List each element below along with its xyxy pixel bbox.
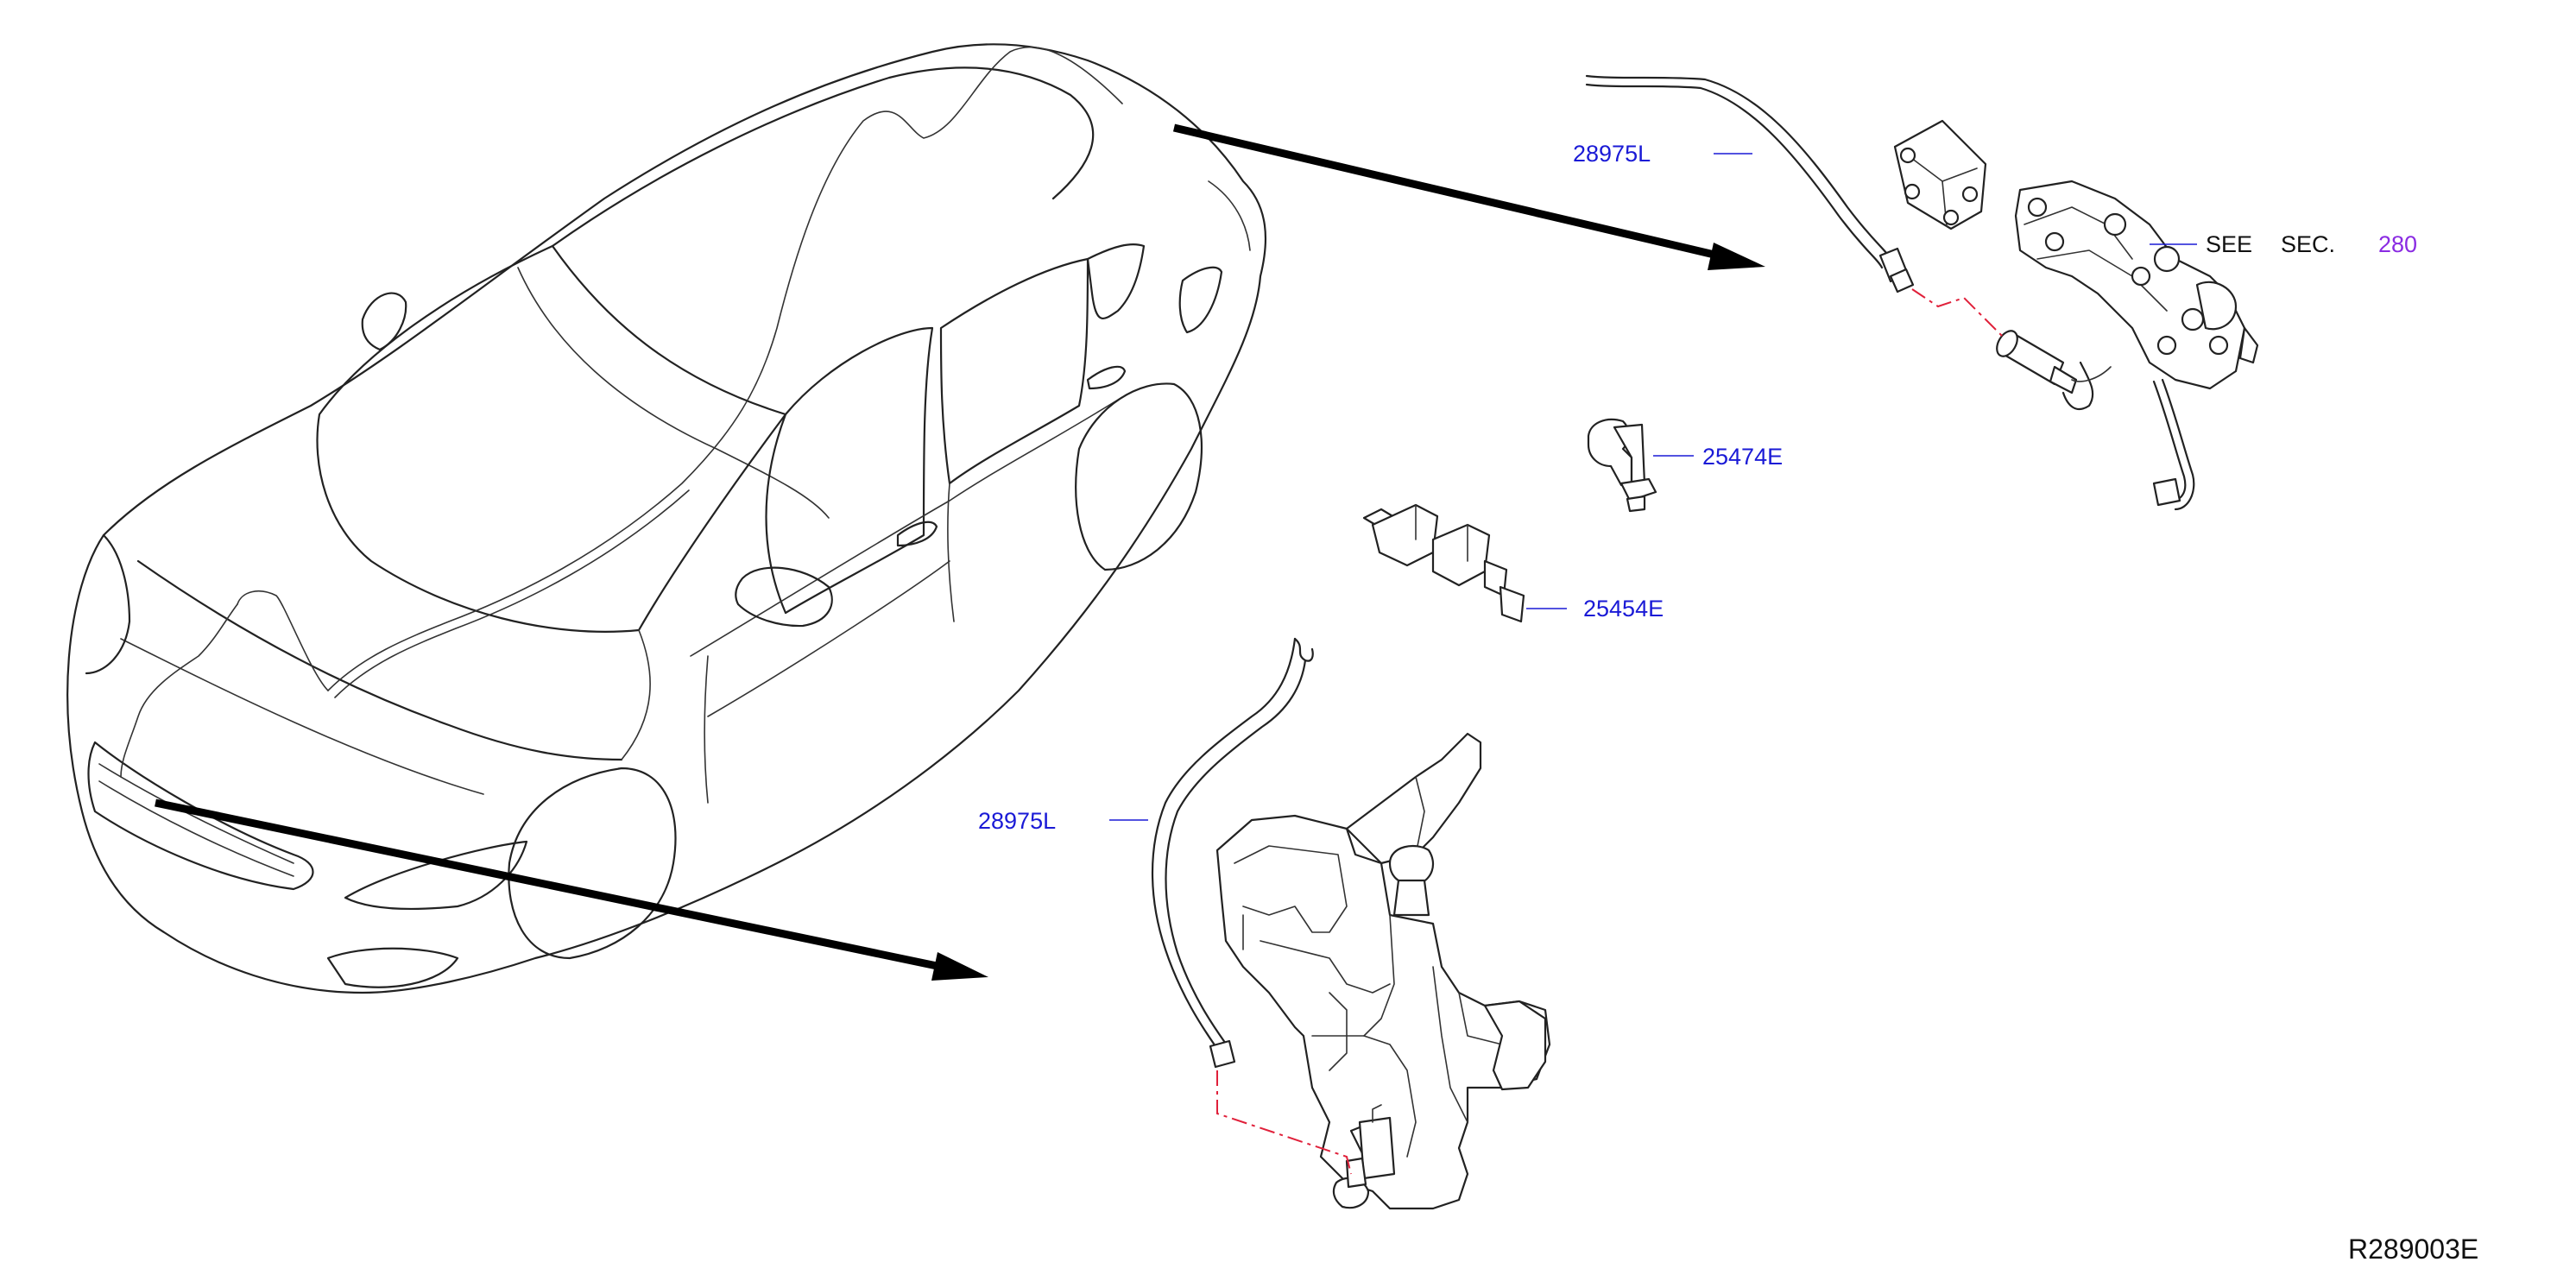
pointer-arrow-lower xyxy=(155,798,988,981)
centerline-lower xyxy=(1216,1070,1352,1175)
washer-hose-upper xyxy=(1585,74,1915,293)
washer-tank xyxy=(1215,732,1551,1210)
see-section-number: 280 xyxy=(2378,231,2417,257)
part-label-hose-lower: 28975L xyxy=(978,808,1056,834)
see-section-sec: SEC. xyxy=(2281,231,2335,257)
drawing-id: R289003E xyxy=(2348,1234,2478,1265)
part-label-clip-upper: 25474E xyxy=(1702,444,1783,470)
washer-hose-lower xyxy=(1151,637,1314,1069)
clip-lower xyxy=(1362,503,1525,623)
see-section-see: SEE xyxy=(2206,231,2252,257)
clip-upper xyxy=(1587,418,1657,513)
centerline-upper xyxy=(1911,288,2004,338)
part-label-hose-upper: 28975L xyxy=(1573,141,1651,167)
car-illustration xyxy=(66,43,1267,994)
hood-latch-assembly xyxy=(1893,119,2259,511)
part-label-clip-lower: 25454E xyxy=(1583,596,1664,622)
pointer-arrow-upper xyxy=(1172,123,1765,270)
